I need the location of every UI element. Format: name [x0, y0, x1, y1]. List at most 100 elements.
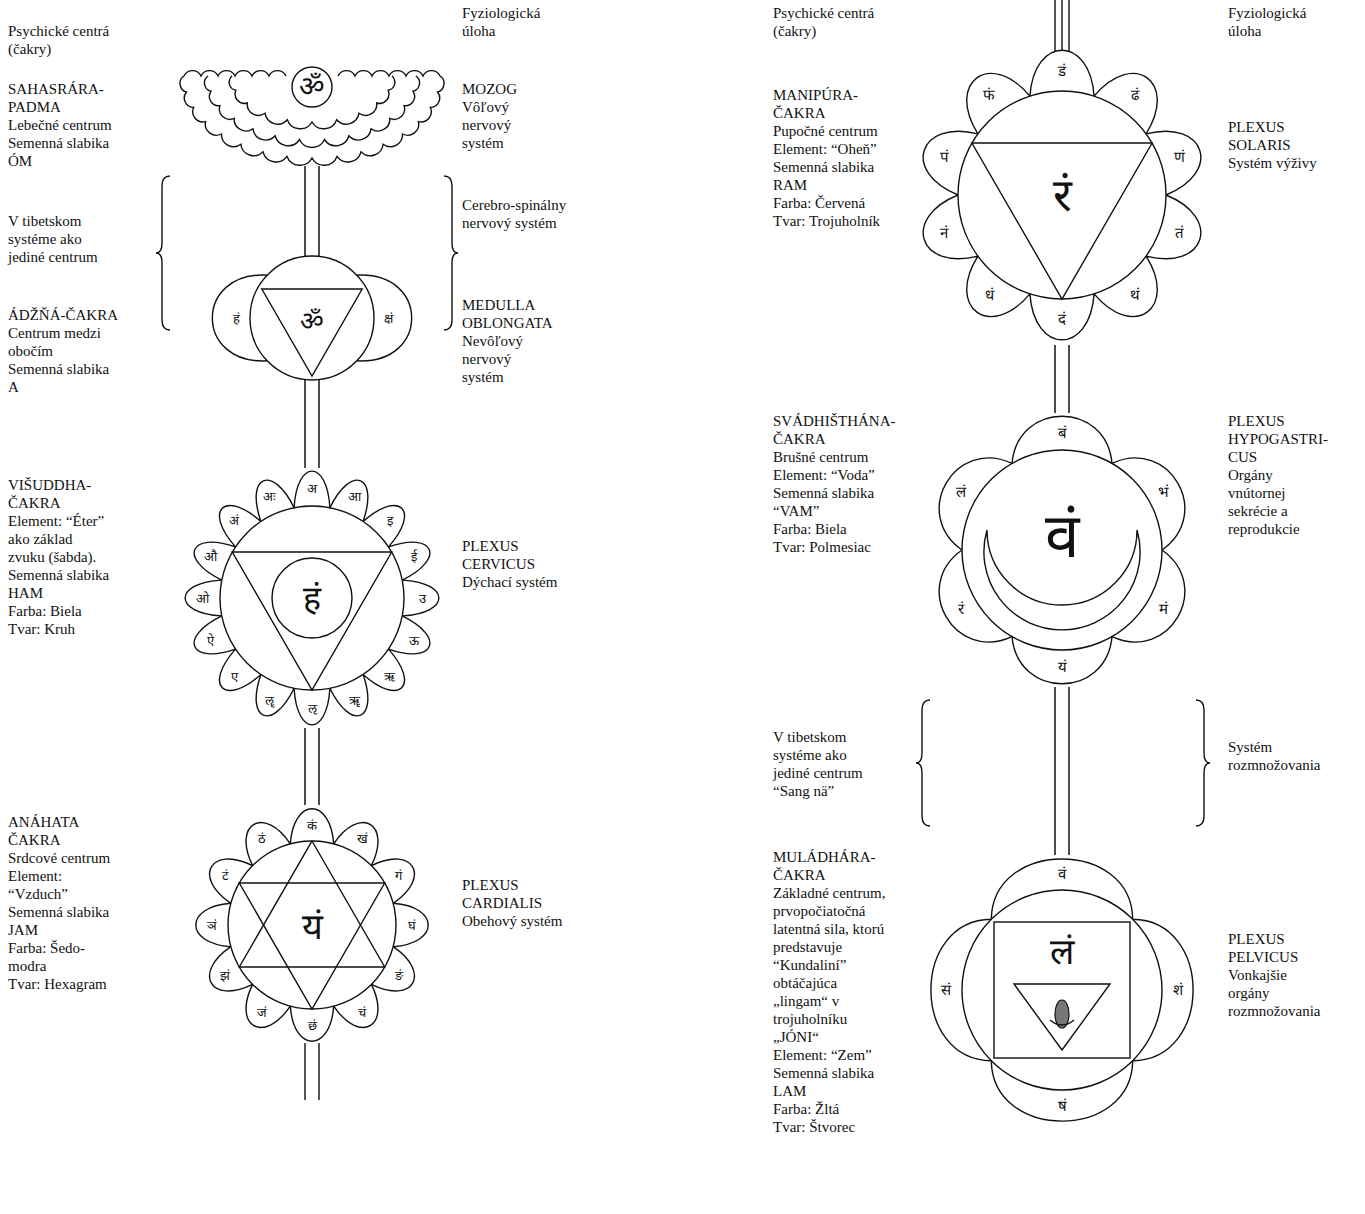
- hexagram: [239, 883, 384, 1009]
- chakra-figure: [927, 855, 1197, 1125]
- petal-syllable: षं: [1058, 1099, 1067, 1114]
- inner-circle: [962, 450, 1162, 650]
- description-text: SAHASRÁRA-PADMA: [8, 80, 128, 116]
- description-text: Semenná slabika JAM: [8, 903, 118, 939]
- lotus-petals: [923, 50, 1201, 340]
- description-text: Tvar: Trojuholník: [773, 212, 908, 230]
- description-text: Farba: Červená: [773, 194, 908, 212]
- description-text: Srdcové centrum: [8, 849, 138, 867]
- chakra-yantra: [962, 890, 1162, 1090]
- petal-syllable: भं: [1158, 484, 1169, 499]
- bija-syllable: रं: [1053, 172, 1072, 218]
- description-text: Pupočné centrum: [773, 122, 908, 140]
- thousand-petals: [184, 71, 286, 76]
- petal-syllable: पं: [940, 149, 949, 164]
- channel-line: [1068, 345, 1070, 413]
- channel-line: [1054, 345, 1056, 413]
- petal: [212, 275, 267, 361]
- description-text: Nevôľový nervový systém: [462, 332, 537, 386]
- petal-syllable: इ: [387, 514, 393, 527]
- petal-syllable: ऐ: [207, 634, 214, 647]
- petal-syllable: ॡ: [265, 693, 274, 706]
- petal-syllable: टं: [222, 869, 229, 882]
- description-text: Semenná slabika LAM: [773, 1064, 883, 1100]
- description-text: Element: “Voda”: [773, 466, 908, 484]
- channel-line: [318, 166, 320, 256]
- petal-syllable: लं: [956, 484, 966, 499]
- channel-line: [318, 728, 320, 805]
- inner-circle: [962, 890, 1162, 1090]
- description-text: SVÁDHIŠTHÁNA-ČAKRA: [773, 412, 901, 448]
- petal-syllable: हं: [233, 312, 240, 325]
- inner-circle: [220, 506, 404, 690]
- description-text: Základné centrum, prvopočiatočná latentn…: [773, 884, 893, 1046]
- sushumna-channel: [1061, 0, 1062, 50]
- channel-line: [304, 166, 306, 256]
- petal-syllable: ङं: [395, 969, 403, 982]
- petal-syllable: यं: [1058, 660, 1067, 675]
- petal-syllable: धं: [985, 288, 994, 303]
- thousand-petals: [338, 71, 440, 76]
- sushumna-channel: [305, 380, 319, 468]
- description-text: Fyziologická úloha: [462, 4, 562, 40]
- chakra-lotus: ॐ: [182, 62, 442, 166]
- square: [994, 922, 1130, 1058]
- description-text: Orgány vnútornej sekrécie a reprodukcie: [1228, 466, 1326, 538]
- inner-circle: [272, 558, 352, 638]
- petal-syllable: ढं: [1131, 87, 1139, 102]
- petal: [357, 275, 412, 361]
- channel-line: [304, 728, 306, 805]
- petal-syllable: ऊ: [409, 634, 419, 647]
- description-text: Dýchací systém: [462, 573, 602, 591]
- sushumna-channel: [1055, 345, 1069, 413]
- chakra-yantra: [962, 450, 1162, 650]
- description-text: Tvar: Štvorec: [773, 1118, 908, 1136]
- petal-syllable: बं: [1058, 426, 1067, 441]
- description-text: PLEXUS PELVICUS: [1228, 930, 1328, 966]
- chakra-lotus: यंकंखंगंघंङंचंछंजंझंञंटंठं: [192, 805, 432, 1045]
- petal-syllable: खं: [357, 832, 368, 845]
- petal-syllable: छं: [308, 1019, 317, 1032]
- description-text: PLEXUS CARDIALIS: [462, 876, 562, 912]
- hexagram: [239, 841, 384, 967]
- petal-syllable: झं: [220, 969, 230, 982]
- description-text: Farba: Biela: [773, 520, 908, 538]
- description-text: PLEXUS SOLARIS: [1228, 118, 1328, 154]
- description-text: MEDULLA OBLONGATA: [462, 296, 572, 332]
- petal-syllable: औ: [204, 549, 217, 562]
- chakra-lotus: वंबंभंमंयंरंलं: [925, 413, 1199, 687]
- group-brace: [156, 176, 170, 330]
- description-text: Tvar: Polmesiac: [773, 538, 908, 556]
- sushumna-channel: [1055, 687, 1069, 855]
- description-text: Semenná slabika ÓM: [8, 134, 118, 170]
- chakra-lotus: लंवंशंषंसं: [927, 855, 1197, 1125]
- description-text: Cerebro-spinálny nervový systém: [462, 196, 597, 232]
- description-text: Vonkajšie orgány rozmnožovania: [1228, 966, 1328, 1020]
- description-text: Systém výživy: [1228, 154, 1353, 172]
- triangle: [262, 289, 362, 376]
- description-text: VIŠUDDHA-ČAKRA: [8, 476, 118, 512]
- petal-syllable: डं: [1058, 64, 1066, 79]
- petal-syllable: ॠ: [349, 693, 360, 706]
- description-text: MANIPÚRA-ČAKRA: [773, 86, 878, 122]
- petal-syllable: चं: [358, 1005, 366, 1018]
- triangle: [232, 552, 391, 690]
- petal-syllable: सं: [941, 983, 951, 998]
- description-text: Element: “Vzduch”: [8, 867, 108, 903]
- description-text: PLEXUS CERVICUS: [462, 537, 562, 573]
- om-circle: [292, 67, 332, 107]
- petal-syllable: दं: [1058, 312, 1066, 327]
- chakra-lotus: रंडंढंणंतंथंदंधंनंपंफं: [912, 45, 1212, 345]
- petal-syllable: ए: [231, 669, 238, 682]
- petal-syllable: ञं: [207, 919, 217, 932]
- chakra-yantra: [220, 506, 404, 690]
- description-text: Farba: Šedo-modra: [8, 939, 98, 975]
- sushumna-channel: [1068, 0, 1069, 52]
- petal-syllable: जं: [257, 1005, 267, 1018]
- petal-syllable: अ: [307, 482, 317, 495]
- channel-line: [318, 380, 320, 468]
- petal-syllable: ठं: [258, 832, 266, 845]
- sushumna-channel: [304, 1043, 305, 1100]
- inner-circle: [228, 841, 396, 1009]
